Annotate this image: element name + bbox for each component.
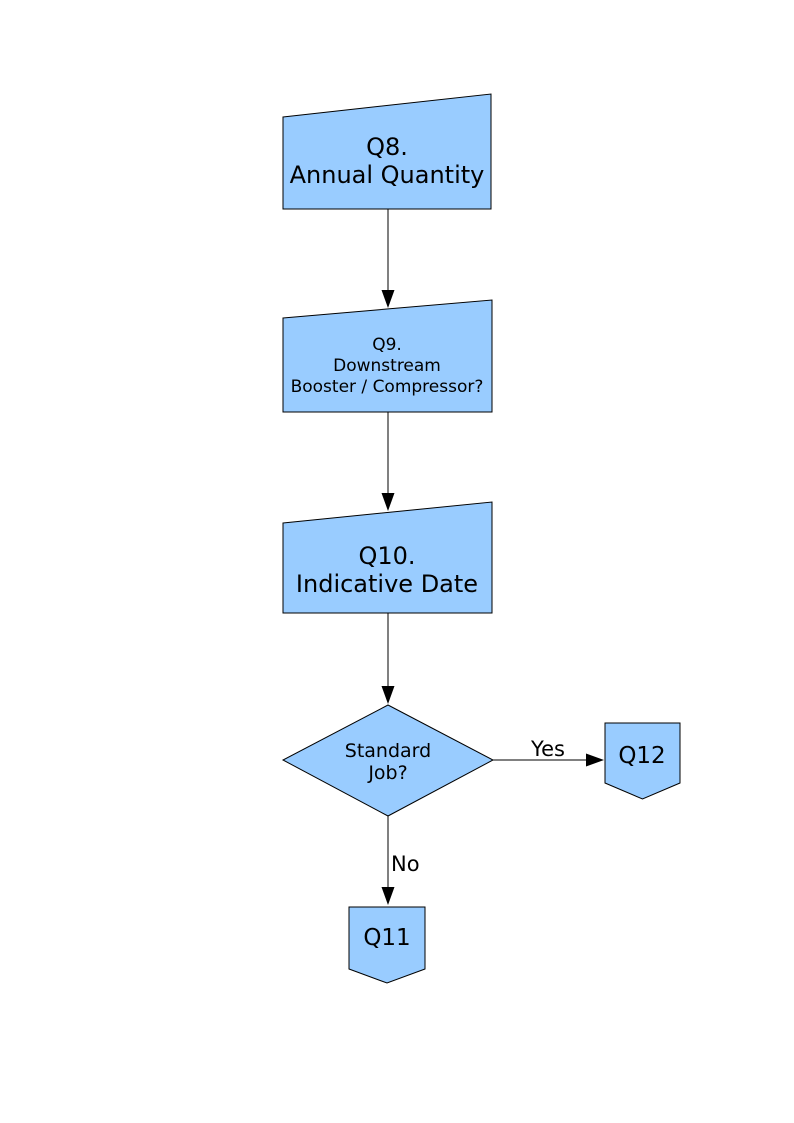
node-q10: Q10. Indicative Date — [282, 501, 493, 614]
node-q8: Q8. Annual Quantity — [282, 93, 492, 210]
node-q11: Q11 — [348, 906, 426, 984]
arrowhead-down-icon — [381, 493, 395, 511]
q9-manual-input-shape — [282, 299, 493, 413]
q9-label-line2: Downstream — [333, 356, 441, 376]
q12-label: Q12 — [618, 743, 665, 769]
decision-label-line2: Job? — [367, 762, 407, 784]
q9-label-line1: Q9. — [372, 335, 402, 355]
arrowhead-down-icon — [381, 290, 395, 308]
q11-label: Q11 — [363, 925, 410, 951]
q10-label-line1: Q10. — [358, 542, 415, 570]
edge-label-no: No — [391, 852, 420, 876]
q8-label-line2: Annual Quantity — [290, 161, 485, 189]
q11-offpage-connector-shape — [348, 906, 426, 984]
q12-offpage-connector-shape — [604, 722, 681, 800]
edge-decision-to-q11: No — [381, 816, 420, 905]
q10-label-line2: Indicative Date — [296, 570, 478, 598]
arrowhead-down-icon — [381, 887, 395, 905]
q9-label-line3: Booster / Compressor? — [291, 377, 484, 397]
q10-manual-input-shape — [282, 501, 493, 614]
arrowhead-down-icon — [381, 686, 395, 704]
q8-manual-input-shape — [282, 93, 492, 210]
node-q9: Q9. Downstream Booster / Compressor? — [282, 299, 493, 413]
decision-label-line1: Standard — [345, 740, 431, 762]
edge-q8-to-q9 — [381, 209, 395, 308]
edge-q10-to-decision — [381, 613, 395, 704]
edge-decision-to-q12: Yes — [493, 737, 604, 767]
arrowhead-right-icon — [586, 753, 604, 767]
q8-label-line1: Q8. — [366, 133, 408, 161]
node-decision-standard-job: Standard Job? — [281, 704, 495, 817]
edge-q9-to-q10 — [381, 412, 395, 511]
node-q12: Q12 — [604, 722, 681, 800]
edge-label-yes: Yes — [530, 737, 565, 761]
